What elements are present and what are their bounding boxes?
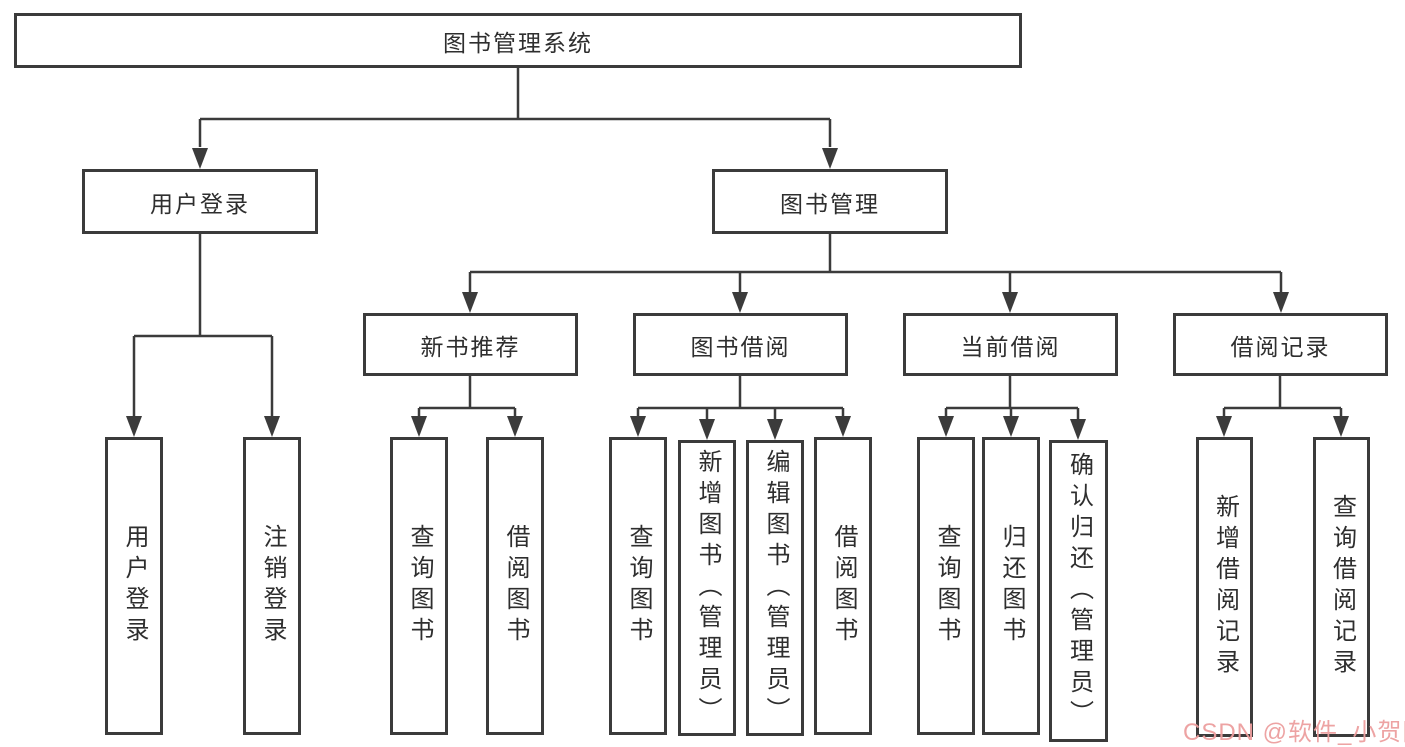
node-borrow-books: 借阅图书 <box>814 437 872 735</box>
node-book-borrowing-label: 图书借阅 <box>690 333 791 360</box>
node-library-system: 图书管理系统 <box>14 13 1022 68</box>
node-book-borrowing: 图书借阅 <box>633 313 848 376</box>
node-add-borrow-record: 新增借阅记录 <box>1196 437 1253 737</box>
node-user-login-leaf: 用户登录 <box>105 437 163 735</box>
node-query-borrow-record: 查询借阅记录 <box>1313 437 1370 737</box>
node-book-management-label: 图书管理 <box>780 190 880 217</box>
node-add-books-admin: 新增图书（管理员） <box>678 440 736 736</box>
node-new-book-recommend-label: 新书推荐 <box>420 333 521 360</box>
node-current-borrowing: 当前借阅 <box>903 313 1118 376</box>
node-borrowing-records: 借阅记录 <box>1173 313 1388 376</box>
node-add-books-admin-label: 新增图书（管理员） <box>694 448 721 728</box>
node-borrow-query-books: 查询图书 <box>609 437 667 735</box>
node-return-books-label: 归还图书 <box>998 524 1025 648</box>
node-book-management: 图书管理 <box>712 169 948 234</box>
node-current-borrowing-label: 当前借阅 <box>960 333 1061 360</box>
node-return-books: 归还图书 <box>982 437 1040 735</box>
node-query-borrow-record-label: 查询借阅记录 <box>1328 494 1356 680</box>
connector-paths <box>132 67 1343 419</box>
node-borrow-books-label: 借阅图书 <box>830 524 857 648</box>
node-edit-books-admin-label: 编辑图书（管理员） <box>762 448 789 728</box>
node-recommend-query-books: 查询图书 <box>390 437 448 735</box>
watermark-text: CSDN @软件_小贺同学 <box>1183 719 1405 746</box>
node-borrowing-records-label: 借阅记录 <box>1230 333 1331 360</box>
node-borrow-query-books-label: 查询图书 <box>625 524 652 648</box>
node-new-book-recommend: 新书推荐 <box>363 313 578 376</box>
node-user-login-leaf-label: 用户登录 <box>121 524 148 648</box>
node-logout-label: 注销登录 <box>259 524 286 648</box>
node-logout: 注销登录 <box>243 437 301 735</box>
node-current-query-books-label: 查询图书 <box>933 524 960 648</box>
node-edit-books-admin: 编辑图书（管理员） <box>746 440 804 736</box>
node-recommend-query-books-label: 查询图书 <box>406 524 433 648</box>
arrowheads <box>126 148 1349 440</box>
node-confirm-return-admin: 确认归还（管理员） <box>1049 440 1108 742</box>
node-current-query-books: 查询图书 <box>917 437 975 735</box>
node-confirm-return-admin-label: 确认归还（管理员） <box>1065 451 1093 731</box>
node-library-system-label: 图书管理系统 <box>443 29 593 56</box>
node-recommend-borrow-books: 借阅图书 <box>486 437 544 735</box>
node-recommend-borrow-books-label: 借阅图书 <box>502 524 529 648</box>
node-user-login-label: 用户登录 <box>150 190 250 217</box>
node-user-login: 用户登录 <box>82 169 318 234</box>
node-add-borrow-record-label: 新增借阅记录 <box>1211 494 1239 680</box>
